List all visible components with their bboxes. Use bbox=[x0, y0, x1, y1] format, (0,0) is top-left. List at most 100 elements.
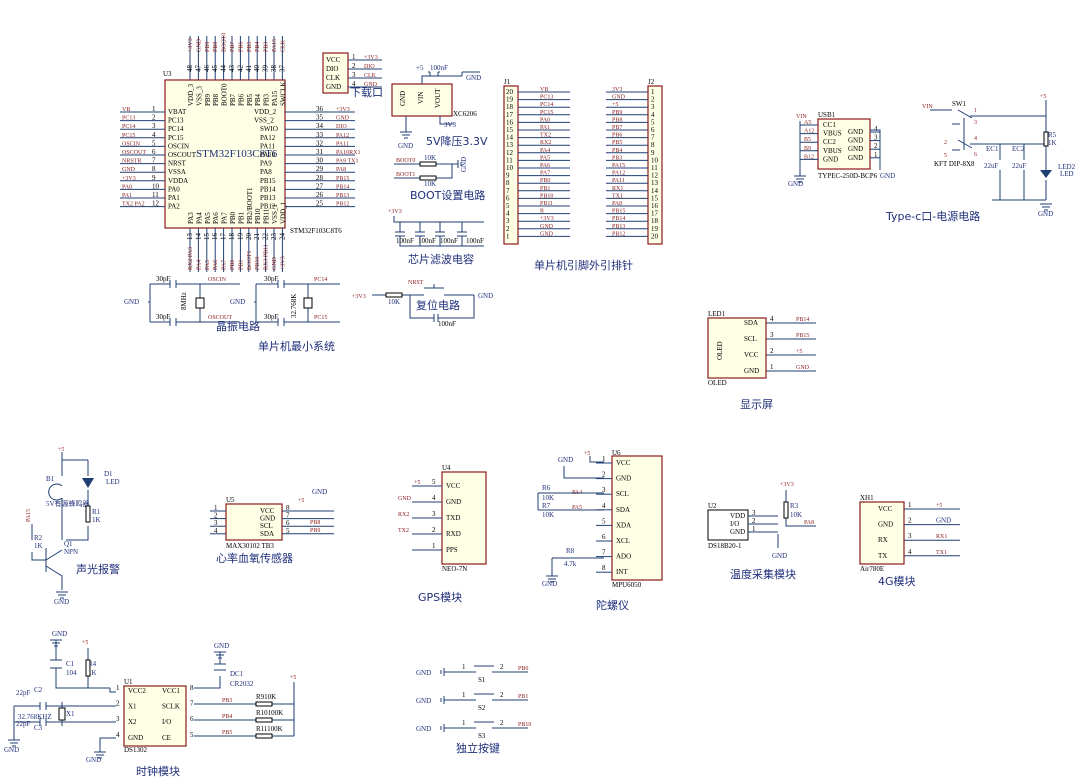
mcu-pin-number: 24 bbox=[278, 233, 286, 241]
header-pin-number: 11 bbox=[506, 156, 513, 164]
clock-r4: R4 bbox=[88, 660, 97, 668]
caption-alarm: 声光报警 bbox=[76, 562, 120, 576]
clock-c2v: 22pF bbox=[16, 689, 31, 697]
mcu-pin-name: PC15 bbox=[168, 134, 184, 142]
mcu-pin-number: 18 bbox=[228, 233, 236, 241]
download-pin-name: VCC bbox=[326, 56, 341, 64]
usb-pin-name: CC1 bbox=[823, 121, 836, 129]
alarm-led-icon bbox=[82, 478, 94, 488]
mcu-net-label: PA1 bbox=[122, 193, 132, 199]
alarm-vcc: +5 bbox=[58, 447, 64, 453]
key-pin-1: 1 bbox=[462, 719, 466, 727]
oled-pin-name: SDA bbox=[744, 319, 758, 327]
sw-p5: 5 bbox=[944, 153, 947, 159]
caption-oled: 显示屏 bbox=[740, 398, 773, 411]
crystal-pc14: PC14 bbox=[314, 277, 327, 283]
key-pin-2: 2 bbox=[500, 719, 504, 727]
usb-pin-number: 1 bbox=[874, 151, 878, 159]
mcu-net-label: PA4 bbox=[196, 260, 202, 270]
alarm-gnd-symbol bbox=[56, 591, 68, 599]
heart-pin-number: 6 bbox=[286, 519, 290, 527]
mcu-pin-name: PB14 bbox=[260, 185, 276, 193]
usb-pin-name: GND bbox=[848, 154, 863, 162]
ldo-cap: 100nF bbox=[430, 64, 448, 72]
gyro-part: MPU6050 bbox=[612, 581, 642, 589]
mcu-pin-number: 4 bbox=[152, 131, 156, 139]
caption-filter: 芯片滤波电容 bbox=[408, 252, 474, 266]
clock-c1v: 104 bbox=[66, 669, 77, 677]
mcu-pin-name: PA4 bbox=[195, 212, 203, 224]
ldo-body bbox=[391, 83, 453, 117]
gps-pin-name: GND bbox=[446, 498, 461, 506]
heart-pin-name: SDA bbox=[260, 530, 274, 538]
mcu-pin-number: 40 bbox=[253, 65, 261, 73]
gps-pin-number: 3 bbox=[432, 510, 436, 518]
g4-net-label: +5 bbox=[936, 503, 942, 509]
clock-x-body bbox=[58, 707, 66, 721]
caption-g4: 4G模块 bbox=[878, 575, 916, 588]
header-net-label: PA5 bbox=[540, 155, 550, 161]
header-net-label: PB9 bbox=[612, 110, 622, 116]
heart-pin-number: 2 bbox=[214, 512, 218, 520]
mcu-body bbox=[164, 79, 286, 229]
heart-vcc: +5 bbox=[298, 498, 304, 504]
clock-pin-number: 2 bbox=[116, 700, 120, 708]
header-net-label: PA15 bbox=[612, 163, 625, 169]
mcu-pin-number: 26 bbox=[316, 191, 324, 199]
mcu-pin-number: 33 bbox=[316, 131, 324, 139]
clock-r4-body bbox=[85, 659, 91, 677]
clock-pin-name: GND bbox=[128, 734, 143, 742]
gyro-pin-name: GND bbox=[616, 475, 631, 483]
mcu-net-label: PC14 bbox=[122, 124, 135, 130]
header-pin-number: 3 bbox=[506, 217, 510, 225]
sw-wires bbox=[930, 100, 1047, 201]
header-pin-number: 4 bbox=[651, 111, 655, 119]
mcu-net-label: TX2 PA2 bbox=[122, 202, 145, 208]
header-net-label: +5 bbox=[612, 102, 618, 108]
header-net-label: PB8 bbox=[612, 117, 622, 123]
mcu-pin-number: 34 bbox=[316, 122, 324, 130]
boot-r1: 10K bbox=[424, 180, 436, 188]
mcu-pin-name: VDD_2 bbox=[254, 108, 277, 116]
header-pin-number: 17 bbox=[506, 111, 514, 119]
mcu-pin-name: PB6 bbox=[237, 93, 245, 106]
boot-block: BOOT0 BOOT1 10K 10K GND BOOT设置电路 bbox=[394, 154, 485, 202]
ldo-block: GND VIN VOUT XC6206 +5 100nF GND 3V3 GND… bbox=[391, 64, 488, 150]
key-pin-2: 2 bbox=[500, 691, 504, 699]
usb-pin-number: A12 bbox=[804, 129, 814, 135]
header-net-label: PA11 bbox=[612, 178, 625, 184]
gyro-pin-number: 8 bbox=[602, 564, 606, 572]
alarm-qv: NPN bbox=[64, 548, 78, 556]
mcu-net-label: PA15 bbox=[272, 39, 278, 52]
heart-pin-number: 3 bbox=[214, 519, 218, 527]
header-pin-number: 1 bbox=[651, 88, 655, 96]
mcu-pin-number: 2 bbox=[152, 114, 156, 122]
mcu-pin-name: VSS_2 bbox=[254, 117, 274, 125]
header-net-label: PB7 bbox=[612, 125, 622, 131]
gps-pin-number: 1 bbox=[432, 542, 436, 550]
clock-pin-number: 4 bbox=[116, 731, 120, 739]
mcu-pin-number: 30 bbox=[316, 157, 324, 165]
mcu-pin-number: 37 bbox=[278, 65, 286, 73]
mcu-pin-number: 15 bbox=[203, 233, 211, 241]
clock-pin-number: 8 bbox=[190, 684, 194, 692]
crystal-x2-body bbox=[303, 297, 313, 309]
crystal-x1-body bbox=[195, 297, 205, 309]
temp-vcc: +3V3 bbox=[780, 482, 794, 488]
mcu-pin-number: 45 bbox=[211, 65, 219, 73]
header-net-label: PA7 bbox=[540, 171, 550, 177]
g4-net-label: TX1 bbox=[936, 550, 947, 556]
mcu-pin-number: 5 bbox=[152, 139, 156, 147]
alarm-block: +5 B1 5V有源蜂鸣器 D1 LED R1 1K R2 1K Q1 NPN … bbox=[26, 447, 120, 606]
sw-p3: 3 bbox=[974, 120, 977, 126]
caption-crystal: 晶振电路 bbox=[216, 319, 260, 333]
temp-pin-name: VDD bbox=[730, 512, 745, 520]
mcu-pin-number: 36 bbox=[316, 105, 324, 113]
gyro-ref: U6 bbox=[612, 449, 621, 457]
mcu-pin-name: VDD_1 bbox=[279, 201, 287, 224]
clock-pin-name: SCLK bbox=[162, 703, 180, 711]
clock-part: DS1302 bbox=[124, 746, 147, 754]
